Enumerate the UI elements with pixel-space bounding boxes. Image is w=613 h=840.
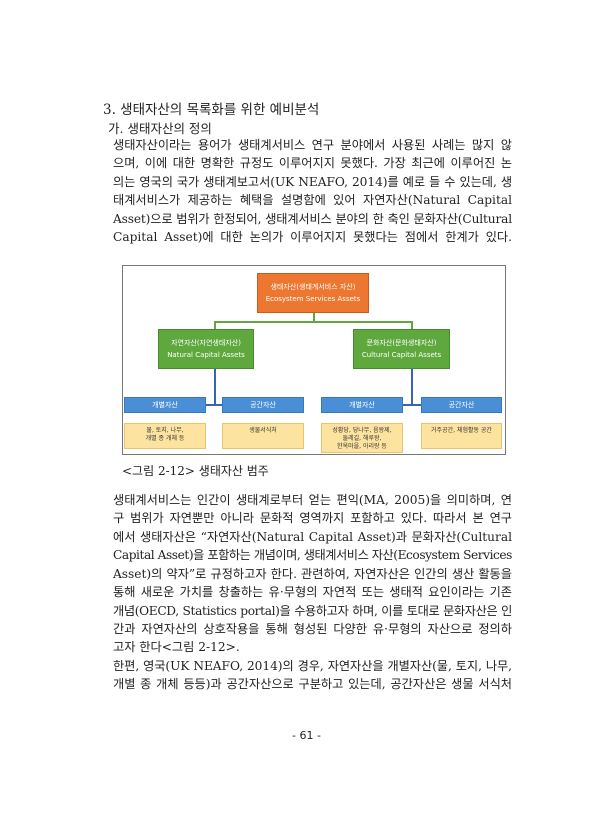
example-text: 둘레길, 해루왕, xyxy=(342,435,382,442)
example-text: 생물서식처 xyxy=(249,427,277,434)
subsection-heading: 가. 생태자산의 정의 xyxy=(108,121,212,136)
leaf-node: 공간자산 xyxy=(421,397,502,413)
examples-box: 거주공간, 체험활동 공간 xyxy=(421,423,502,449)
page-number: - 61 - xyxy=(292,729,321,742)
connector xyxy=(214,321,413,323)
leaf-node: 개별자산 xyxy=(124,397,206,413)
connector xyxy=(214,321,216,329)
text-line: 간과 자연자산의 상호작용을 통해 형성된 다양한 유·무형의 자산으로 정의하 xyxy=(113,622,512,636)
examples-box: 성황당, 당나무, 음왕제, 둘레길, 해루왕, 한옥마을, 아리랑 등 xyxy=(321,423,403,453)
examples-box: 물, 토지, 나무, 개별 종 개체 등 xyxy=(124,423,206,449)
text-line: 개별 종 개체 등등)과 공간자산으로 구분하고 있는데, 공간자산은 생물 서… xyxy=(113,677,512,691)
examples-box: 생물서식처 xyxy=(222,423,304,449)
node-label: Cultural Capital Assets xyxy=(361,351,442,359)
example-text: 성황당, 당나무, 음왕제, xyxy=(332,427,392,434)
text-line: 태계서비스가 제공하는 혜택을 설명함에 있어 자연자산(Natural Cap… xyxy=(113,193,512,207)
node-label: Natural Capital Assets xyxy=(167,351,245,359)
example-text: 한옥마을, 아리랑 등 xyxy=(337,443,387,450)
text-line: 구 범위가 자연뿐만 아니라 문화적 영역까지 포함하고 있다. 따라서 본 연… xyxy=(113,511,512,525)
text-line: Capital Asset)에 대한 논의가 이루어지지 못했다는 점에서 한계… xyxy=(113,230,512,244)
node-label: 생태자산(생태계서비스 자산) xyxy=(270,283,356,291)
text-line: 의는 영국의 국가 생태계보고서(UK NEAFO, 2014)를 예로 들 수… xyxy=(113,175,512,189)
root-node: 생태자산(생태계서비스 자산) Ecosystem Services Asset… xyxy=(257,273,369,313)
text-line: 생태계서비스는 인간이 생태계로부터 얻는 편익(MA, 2005)을 의미하며… xyxy=(113,493,512,507)
example-text: 물, 토지, 나무, xyxy=(146,427,184,434)
text-line: 으며, 이에 대한 명확한 규정도 이루어지지 못했다. 가장 최근에 이루어진… xyxy=(113,156,512,170)
text-line: 생태자산이라는 용어가 생태계서비스 연구 분야에서 사용된 사례는 많지 않 xyxy=(113,138,512,152)
connector xyxy=(403,404,421,406)
text-line: 에서 생태자산은 “자연자산(Natural Capital Asset)과 문… xyxy=(113,530,512,544)
leaf-node: 공간자산 xyxy=(222,397,304,413)
connector xyxy=(214,369,216,406)
text-line: Capital Asset)을 포함하는 개념이며, 생태계서비스 자산(Eco… xyxy=(113,548,512,562)
cultural-capital-node: 문화자산(문화생태자산) Cultural Capital Assets xyxy=(353,329,450,369)
text-line: 개념(OECD, Statistics portal)을 수용하고자 하며, 이… xyxy=(113,604,512,618)
text-line: Asset)의 약자”로 규정하고자 한다. 관련하여, 자연자산은 인간의 생… xyxy=(113,567,512,581)
example-text: 거주공간, 체험활동 공간 xyxy=(431,427,492,434)
leaf-node: 개별자산 xyxy=(321,397,403,413)
text-line: Asset)으로 범위가 한정되어, 생태계서비스 분야의 한 축인 문화자산(… xyxy=(113,212,512,226)
text-line: 통해 새로운 가치를 창출하는 유·무형의 자연적 또는 생태적 요인이라는 기… xyxy=(113,585,512,599)
connector xyxy=(206,404,222,406)
text-line: 한편, 영국(UK NEAFO, 2014)의 경우, 자연자산을 개별자산(물… xyxy=(113,659,512,673)
section-heading: 3. 생태자산의 목록화를 위한 예비분석 xyxy=(103,102,320,118)
connector xyxy=(313,313,315,322)
example-text: 개별 종 개체 등 xyxy=(145,435,185,442)
figure-caption: <그림 2-12> 생태자산 범주 xyxy=(122,464,269,478)
natural-capital-node: 자연자산(자연생태자산) Natural Capital Assets xyxy=(158,329,254,369)
text-line: 고자 한다<그림 2-12>. xyxy=(113,640,240,654)
node-label: 자연자산(자연생태자산) xyxy=(171,339,241,347)
connector xyxy=(411,369,413,406)
connector xyxy=(411,321,413,329)
node-label: 문화자산(문화생태자산) xyxy=(366,339,437,347)
node-label: Ecosystem Services Assets xyxy=(265,295,361,303)
